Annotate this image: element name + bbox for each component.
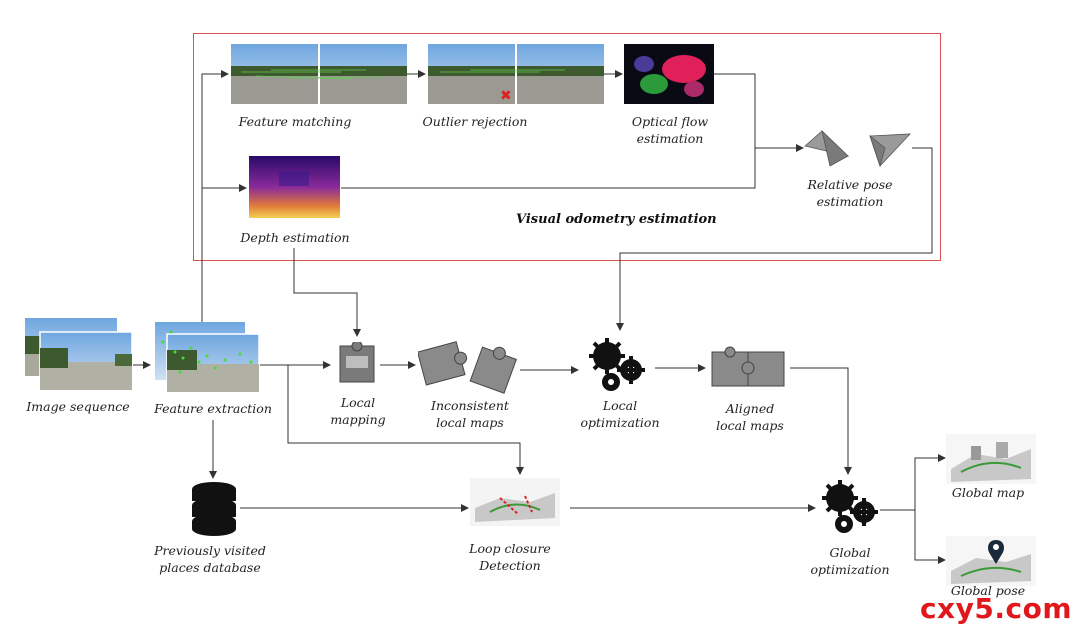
label-inconsistent-maps: Inconsistent local maps (431, 398, 509, 430)
local-mapping-icon (339, 342, 375, 383)
inconsistent-maps-icon (418, 341, 517, 394)
label-feature-extraction: Feature extraction (154, 401, 272, 416)
image-sequence-image (25, 318, 133, 391)
label-image-sequence: Image sequence (26, 399, 130, 414)
svg-text:✖: ✖ (500, 88, 512, 104)
global-pose-image (946, 536, 1036, 586)
visual-odometry-frame (193, 33, 941, 261)
label-local-optimization: Local optimization (580, 398, 660, 430)
global-optimization-gears-icon (822, 480, 878, 533)
feature-matching-image (231, 44, 407, 104)
loop-closure-image (470, 478, 560, 526)
aligned-maps-icon (711, 346, 785, 387)
database-icon (192, 482, 236, 536)
local-optimization-gears-icon (589, 338, 645, 391)
feature-extraction-image (155, 322, 260, 393)
location-pin-icon (988, 540, 1004, 564)
optical-flow-image (624, 44, 714, 104)
outlier-rejection-image: ✖ (428, 44, 604, 104)
label-depth-estimation: Depth estimation (240, 230, 350, 245)
global-map-image (946, 434, 1036, 484)
label-database: Previously visited places database (154, 543, 266, 575)
label-outlier-rejection: Outlier rejection (422, 114, 528, 129)
section-title-visual-odometry: Visual odometry estimation (516, 212, 717, 227)
label-global-pose: Global pose (950, 583, 1026, 598)
label-loop-closure: Loop closure Detection (469, 541, 551, 573)
label-optical-flow: Optical flow estimation (631, 114, 709, 146)
watermark: cxy5.com (919, 592, 1072, 625)
label-global-map: Global map (951, 485, 1025, 500)
relative-pose-icon (804, 129, 911, 168)
label-global-optimization: Global optimization (810, 545, 890, 577)
label-feature-matching: Feature matching (238, 114, 352, 129)
label-relative-pose: Relative pose estimation (807, 177, 893, 209)
label-aligned-maps: Aligned local maps (716, 401, 784, 433)
depth-estimation-image (249, 156, 340, 218)
label-local-mapping: Local mapping (330, 395, 386, 427)
